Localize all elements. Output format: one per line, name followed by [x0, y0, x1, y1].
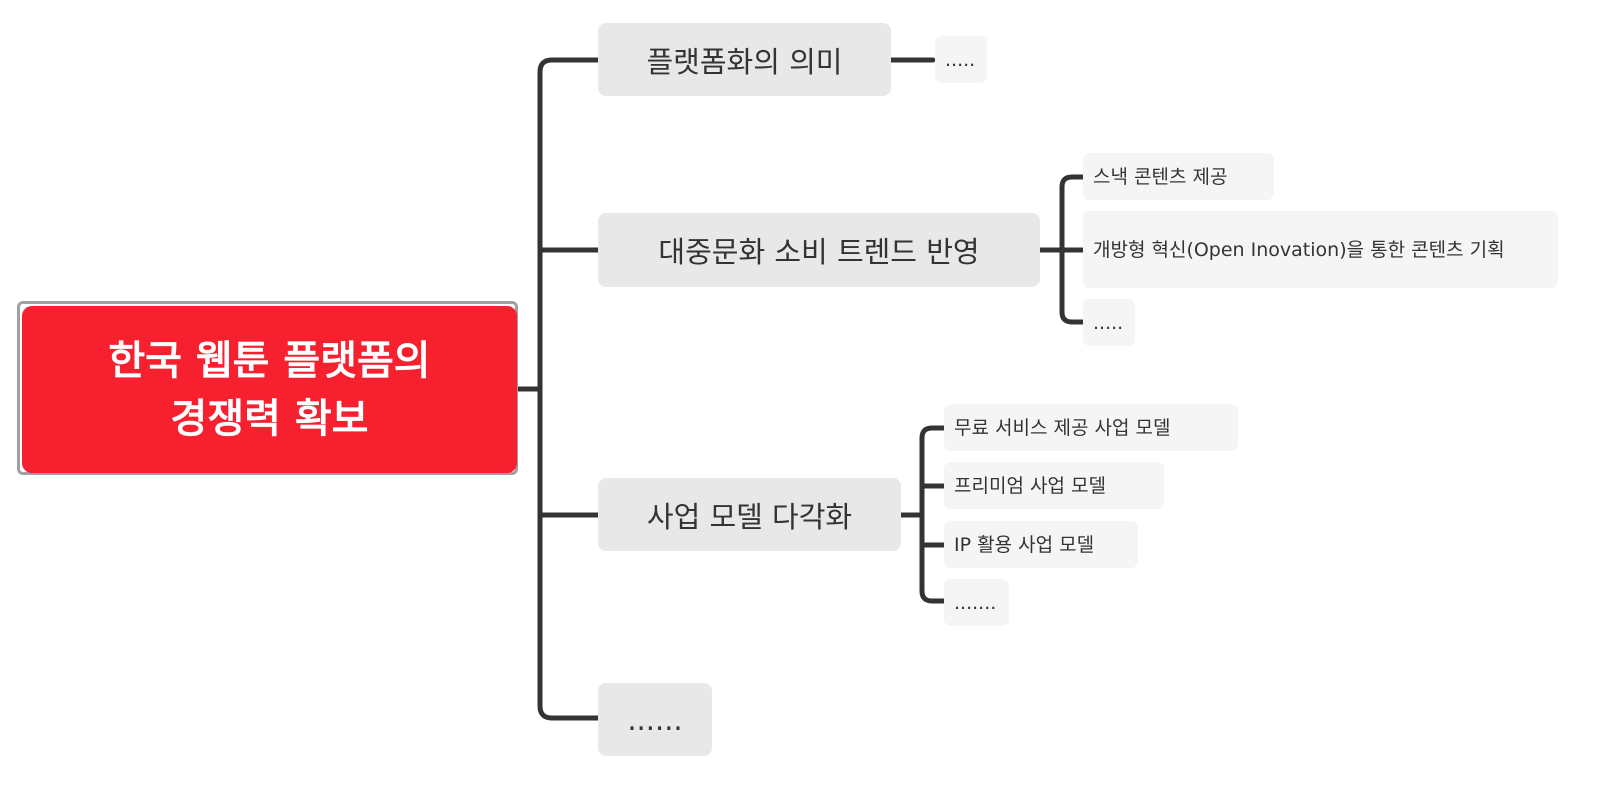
- subtopic-node[interactable]: .......: [944, 579, 1009, 626]
- root-line1: 한국 웹툰 플랫폼의: [108, 337, 431, 384]
- topic-node[interactable]: 대중문화 소비 트렌드 반영: [598, 213, 1040, 287]
- subtopic-node[interactable]: 프리미엄 사업 모델: [944, 462, 1164, 509]
- topic-node[interactable]: ......: [598, 683, 712, 756]
- subtopic-node[interactable]: .....: [1083, 299, 1135, 346]
- connector-topic2-subs: [1037, 174, 1086, 325]
- root-line2: 경쟁력 확보: [170, 395, 369, 442]
- connector-trunk: [537, 57, 601, 721]
- subtopic-node[interactable]: 개방형 혁신(Open Inovation)을 통한 콘텐츠 기획: [1083, 211, 1558, 288]
- topic-node[interactable]: 플랫폼화의 의미: [598, 23, 891, 96]
- subtopic-node[interactable]: 스낵 콘텐츠 제공: [1083, 153, 1274, 200]
- subtopic-node[interactable]: .....: [935, 36, 987, 83]
- subtopic-node[interactable]: 무료 서비스 제공 사업 모델: [944, 404, 1238, 451]
- connector-topic3-subs: [898, 425, 947, 604]
- topic-node[interactable]: 사업 모델 다각화: [598, 478, 901, 551]
- subtopic-node[interactable]: IP 활용 사업 모델: [944, 521, 1138, 568]
